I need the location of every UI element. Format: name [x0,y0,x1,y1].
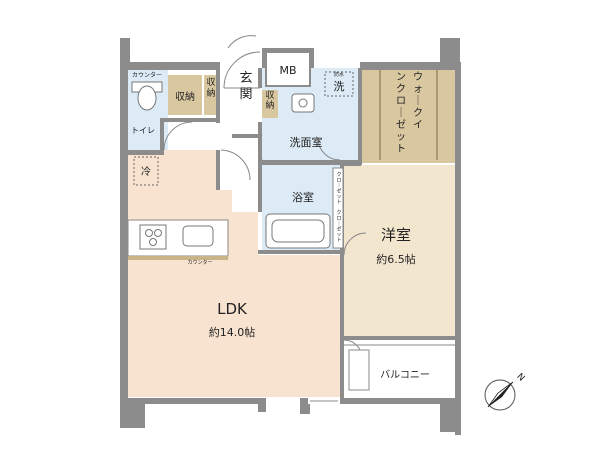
sen-label: 洗 [334,80,345,93]
closet-label-b: クロ｜ゼット [336,210,341,244]
wic-char: ッ [396,132,406,143]
wic-char: ォ [413,84,423,95]
wic-char: イ [413,120,423,131]
hall-floor [218,155,340,255]
vertical-char: ｜ [336,221,341,227]
yokushitsu-label: 浴室 [292,190,314,204]
compass-ring [484,379,516,411]
ldk-floor-extension [128,150,218,160]
closet-strip-a [332,167,344,249]
vertical-char: ク [336,172,341,178]
storage-1-floor [168,75,202,115]
storage-3-floor [262,90,278,118]
wic-char: ク [396,83,406,95]
vertical-char: 関 [239,87,252,102]
interior-walls [128,48,455,400]
door-swings [163,35,367,359]
mb-box [265,51,311,87]
vertical-char: ク [336,210,341,216]
kitchen-counter [127,219,229,260]
counter-toilet-label: カウンター [132,71,162,79]
vertical-char: ロ [336,216,341,222]
shuno-label-2: 収納 [206,76,215,99]
toilet-fixture [131,81,163,111]
vertical-char: ト [336,238,341,244]
wic-char: ｜ [396,107,406,119]
youshitsu-size-label: 約6.5帖 [376,252,416,266]
storage-2-floor [204,75,218,115]
wic-char: ｜ [413,95,423,107]
counter-kitchen-label: カウンター [187,259,212,266]
bokki-label: 防水 [334,71,344,78]
genkan-label: 玄関 [239,71,252,102]
ldk-label: LDK [217,300,248,318]
wic-char: ゼ [396,119,406,131]
wic-shelves [379,70,438,160]
shuno-label-1: 収納 [175,90,195,103]
youshitsu-floor [343,165,455,337]
vertical-char: 玄 [239,71,252,86]
vertical-char: ロ [336,178,341,184]
vertical-char: 収 [265,89,274,101]
closet-label-a: クロ｜ゼット [336,172,341,206]
mb-label: MB [279,64,296,77]
fridge-space [133,156,159,186]
wic-char: ロ [396,96,406,107]
vertical-char: ゼ [336,188,341,195]
vertical-char: ッ [336,194,341,200]
youshitsu-label: 洋室 [381,226,411,244]
bathtub [265,213,331,249]
washbasin [291,93,315,113]
balcony-label: バルコニー [380,369,430,381]
wic-label: ウォ｜クインクロ｜ゼット [396,71,423,155]
ldk-size-label: 約14.0帖 [209,325,256,339]
wic-floor [362,68,455,163]
vertical-char: ｜ [336,183,341,189]
rei-label: 冷 [141,165,151,178]
vertical-char: 納 [206,87,215,99]
vertical-char: 収 [206,76,215,88]
wic-char: ク [413,107,423,119]
vertical-char: ッ [336,232,341,238]
compass: N [484,372,526,411]
shuno-label-3: 収納 [265,89,274,111]
vertical-char: ト [336,200,341,206]
wic-char: ン [396,72,406,83]
wic-char: ト [396,144,406,155]
compass-needle-tail [487,381,514,408]
toilet-label: トイレ [131,126,155,135]
vertical-char: 納 [265,99,274,111]
vertical-char: ゼ [336,226,341,233]
senmen-label: 洗面室 [290,135,323,149]
balcony-features [343,344,455,391]
compass-n-label: N [514,372,526,384]
wic-char: ウ [413,71,423,83]
washer-space [324,71,354,97]
